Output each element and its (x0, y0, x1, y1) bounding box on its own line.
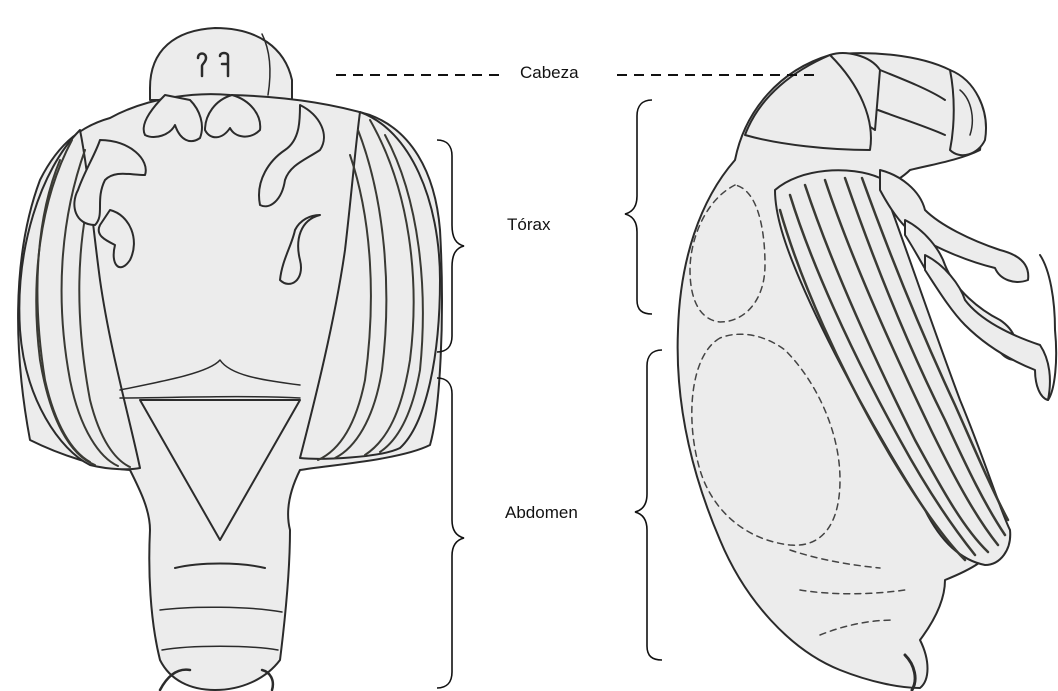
abdomen-brace-right (635, 350, 662, 660)
abdomen-brace-left (437, 378, 464, 688)
ventral-view-pupa (18, 28, 442, 690)
label-abdomen: Abdomen (505, 503, 578, 523)
label-cabeza: Cabeza (520, 63, 579, 83)
label-torax: Tórax (507, 215, 550, 235)
lateral-view-pupa (678, 53, 1057, 690)
thorax-brace-right (625, 100, 652, 314)
